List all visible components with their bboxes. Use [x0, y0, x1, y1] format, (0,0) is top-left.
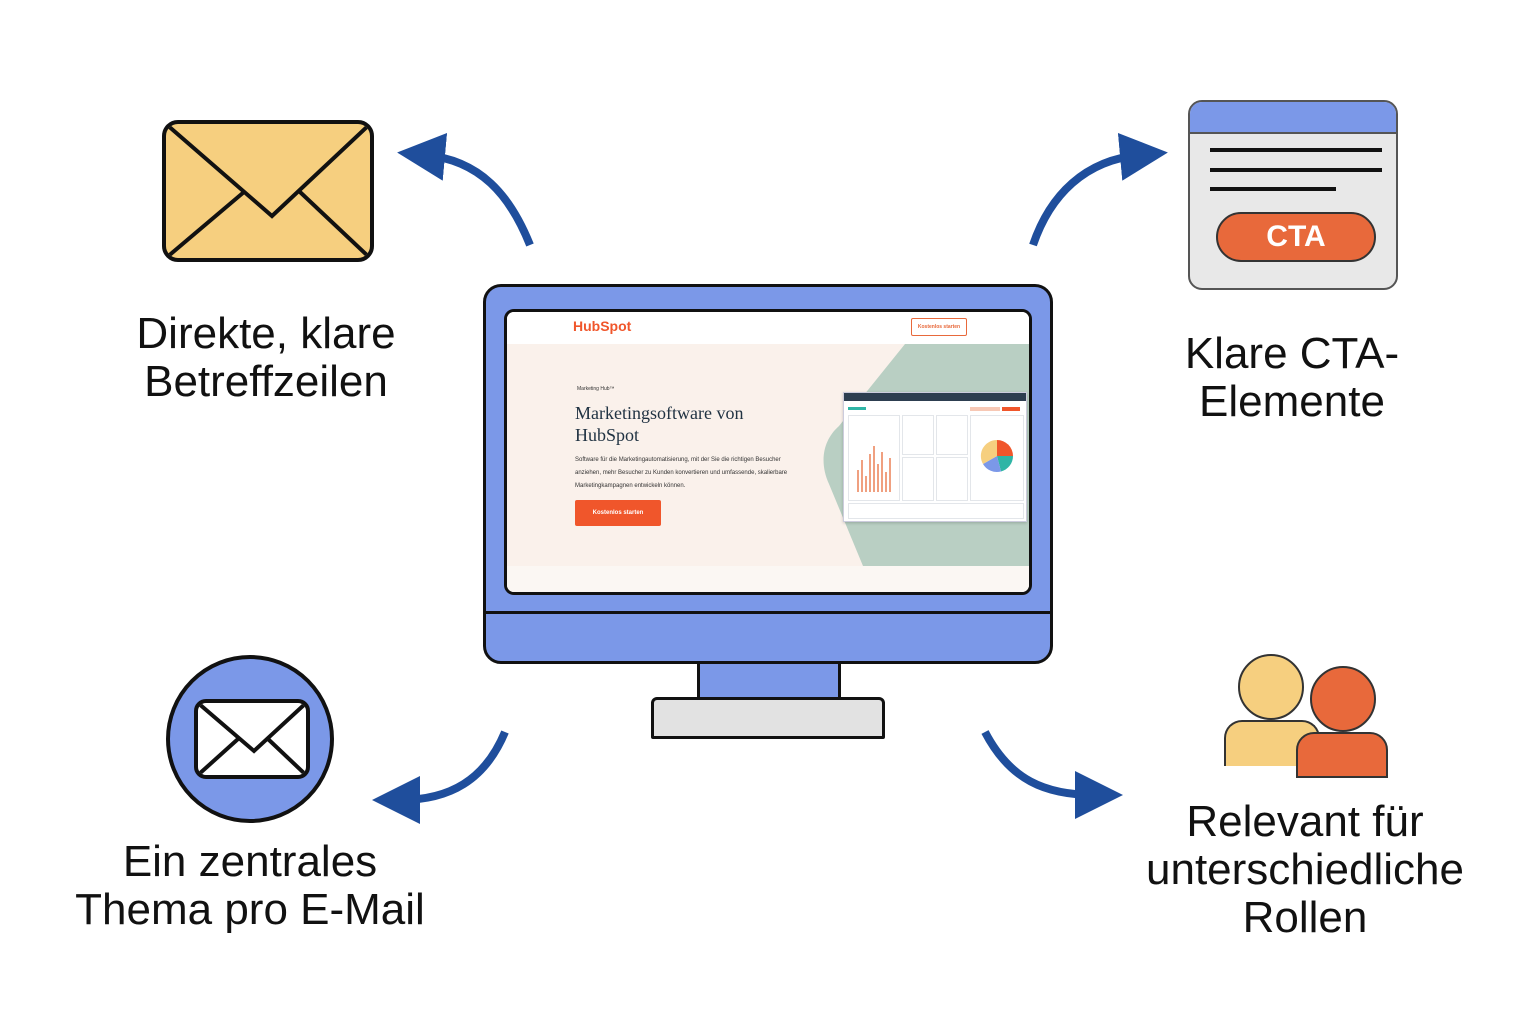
dashboard-tile — [902, 457, 934, 501]
pie-chart-mini — [980, 439, 1013, 473]
monitor-chin-divider — [486, 611, 1050, 614]
text-line — [1210, 148, 1382, 152]
dashboard-tile-bars — [848, 415, 900, 501]
envelope-flap — [166, 124, 370, 258]
screen-description: Software für die Marketingautomatisierun… — [575, 457, 788, 489]
monitor-icon: HubSpot Kostenlos starten Marketing Hub™… — [483, 284, 1053, 664]
caption-cta-elements: Klare CTA- Elemente — [1184, 329, 1400, 426]
dashboard-nav — [844, 393, 1026, 401]
caption-relevant-roles: Relevant für unterschiedliche Rollen — [1146, 797, 1464, 942]
envelope-flap — [198, 703, 306, 775]
monitor-screen: HubSpot Kostenlos starten Marketing Hub™… — [504, 309, 1032, 595]
header-start-button: Kostenlos starten — [911, 318, 967, 336]
person-head — [1310, 666, 1376, 732]
screen-title: Marketingsoftware von HubSpot — [575, 403, 744, 445]
person-body — [1296, 732, 1388, 778]
hubspot-logo: HubSpot — [573, 318, 632, 334]
screen-footer — [507, 566, 1029, 592]
dashboard-filter — [970, 407, 1000, 411]
screen-header — [507, 312, 1029, 344]
person-head — [1238, 654, 1304, 720]
dashboard-footer-tiles — [848, 503, 1024, 519]
envelope-icon — [194, 699, 310, 779]
text-line — [1210, 187, 1336, 191]
bar-chart-mini — [857, 446, 891, 492]
dashboard-preview — [843, 392, 1027, 522]
product-eyebrow: Marketing Hub™ — [577, 386, 615, 392]
cta-card-icon: CTA — [1188, 100, 1398, 290]
caption-one-topic: Ein zentrales Thema pro E-Mail — [75, 837, 425, 934]
text-line — [1210, 168, 1382, 172]
dashboard-tile — [936, 415, 968, 455]
dashboard-tile-pie — [970, 415, 1024, 501]
dashboard-tile — [936, 457, 968, 501]
cta-button-graphic: CTA — [1216, 212, 1376, 262]
envelope-icon — [162, 120, 374, 262]
arrow-bottom-right — [981, 730, 1123, 819]
envelope-circle-icon — [166, 655, 334, 823]
arrow-bottom-left — [372, 730, 509, 824]
arrow-top-right — [1029, 132, 1168, 247]
caption-subject-lines: Direkte, klare Betreffzeilen — [136, 309, 396, 406]
monitor-base — [651, 697, 885, 739]
arrow-top-left — [397, 132, 534, 247]
screen-cta-button: Kostenlos starten — [575, 500, 661, 526]
dashboard-action — [1002, 407, 1020, 411]
cta-card-header — [1190, 102, 1396, 134]
dashboard-tab — [848, 407, 866, 410]
dashboard-tile — [902, 415, 934, 455]
